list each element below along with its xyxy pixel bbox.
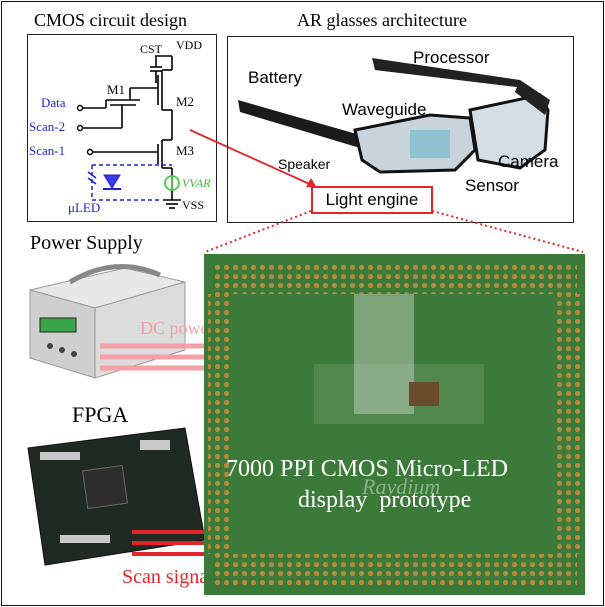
vvar-label: VVAR xyxy=(182,176,211,190)
m2-label: M2 xyxy=(176,94,195,109)
fpga-title: FPGA xyxy=(72,402,129,427)
light-engine-label: Light engine xyxy=(325,190,419,209)
power-supply-title: Power Supply xyxy=(30,232,143,254)
scan2-label: Scan-2 xyxy=(29,119,66,134)
scan1-label: Scan-1 xyxy=(29,143,66,158)
board-watermark: Raydium xyxy=(362,474,441,499)
uled-diode-icon xyxy=(87,171,121,190)
cmos-title: CMOS circuit design xyxy=(34,10,187,30)
battery-label: Battery xyxy=(248,68,302,87)
dc-power-label: DC power xyxy=(140,318,215,338)
display-board: Raydium xyxy=(204,254,585,595)
display-line2: display prototype xyxy=(298,487,472,513)
vdd-label: VDD xyxy=(176,38,202,52)
data-label: Data xyxy=(41,95,66,110)
vvar-source-icon xyxy=(164,175,180,191)
display-line1: 7000 PPI CMOS Micro-LED xyxy=(226,456,509,482)
m3-label: M3 xyxy=(176,143,195,158)
light-engine-box: Light engine xyxy=(311,186,433,214)
sensor-label: Sensor xyxy=(465,176,519,195)
board-pads xyxy=(204,254,585,595)
uled-label: μLED xyxy=(68,200,101,215)
speaker-label: Speaker xyxy=(278,156,331,172)
processor-label: Processor xyxy=(413,48,490,67)
camera-label: Camera xyxy=(498,152,559,171)
ar-title: AR glasses architecture xyxy=(297,10,467,30)
m1-label: M1 xyxy=(107,82,126,97)
cst-label: CST xyxy=(140,42,163,56)
vss-label: VSS xyxy=(182,198,205,212)
waveguide-label: Waveguide xyxy=(342,100,427,119)
cmos-panel xyxy=(27,34,217,222)
scan-signals-label: Scan signals xyxy=(122,566,222,588)
ar-panel xyxy=(227,36,574,223)
